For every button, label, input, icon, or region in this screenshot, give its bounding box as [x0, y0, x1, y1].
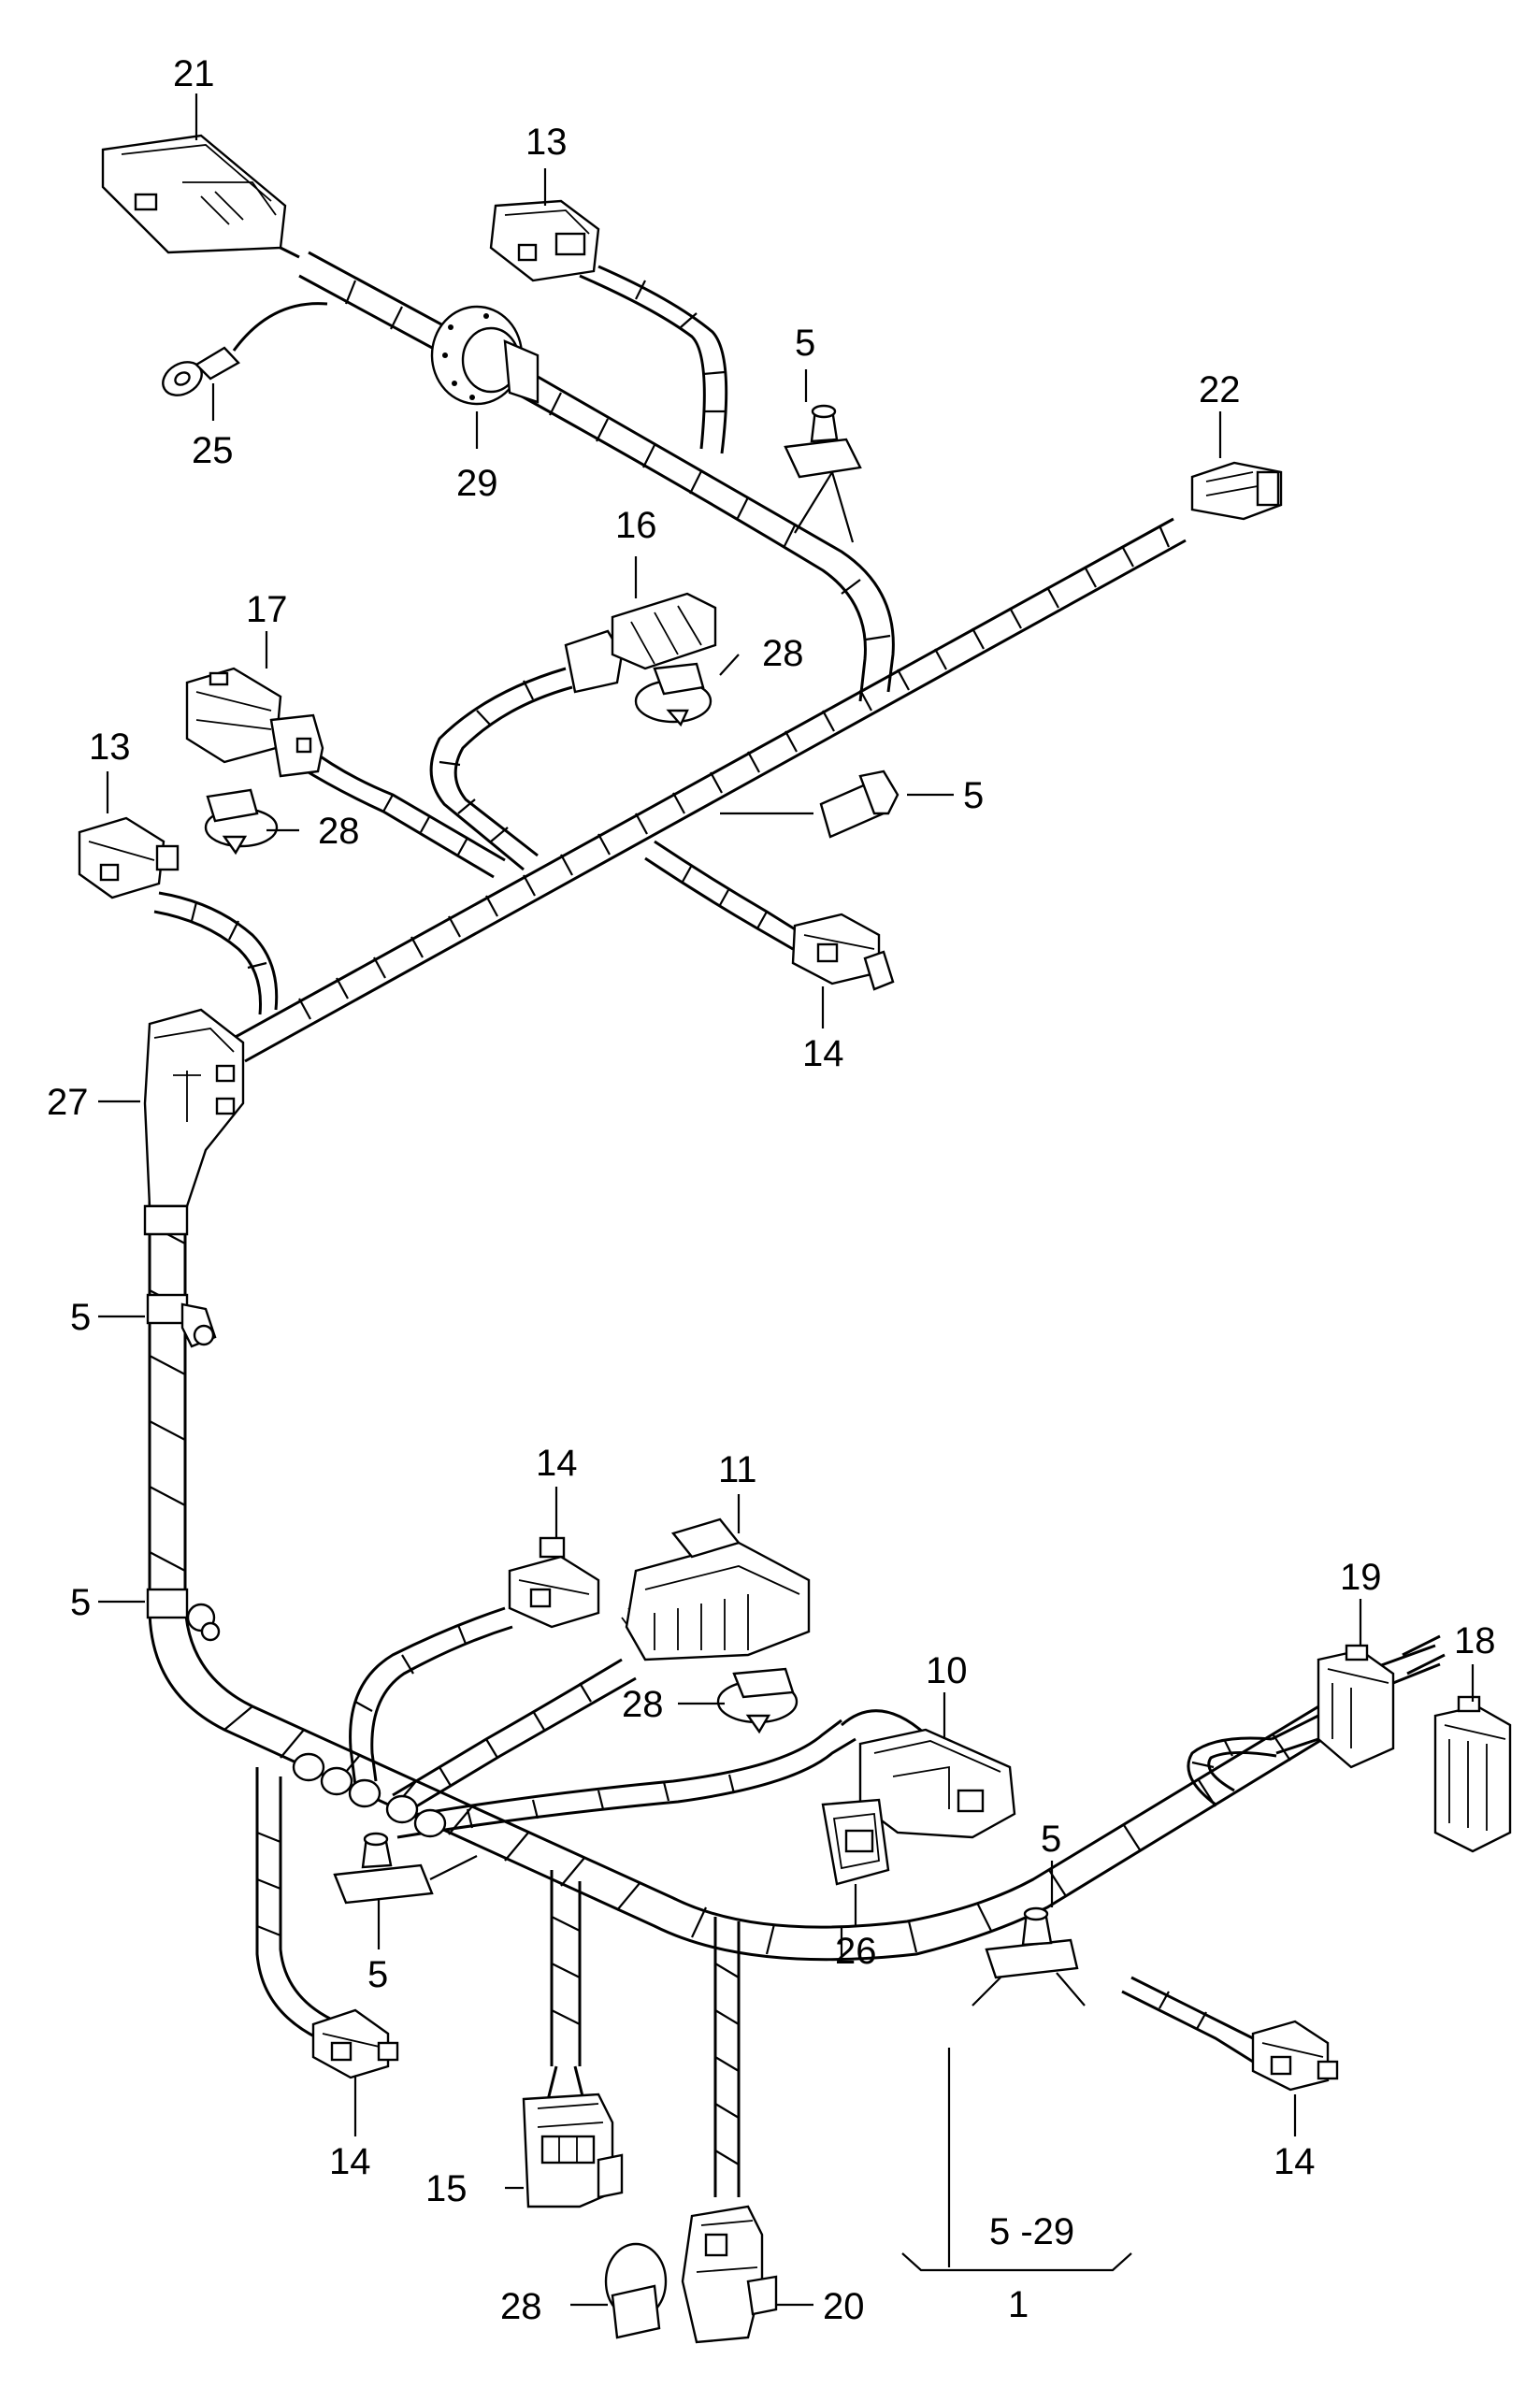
callout-16: 16: [615, 505, 657, 546]
stud-5-upper-vertical: [146, 1293, 217, 1348]
branch-14-11: [349, 1606, 646, 1816]
callout-28-top: 28: [762, 633, 804, 674]
branch-10: [392, 1709, 928, 1839]
callout-13-left: 13: [89, 726, 131, 768]
callout-18: 18: [1454, 1620, 1496, 1661]
callout-1: 1: [1008, 2284, 1029, 2325]
stud-5-lower-right: [971, 1906, 1086, 2006]
connector-14-lower-left: [311, 2008, 399, 2079]
callout-22: 22: [1199, 369, 1241, 410]
grommet-29: [430, 305, 540, 406]
callout-28-mid: 28: [622, 1684, 664, 1725]
main-harness-trunk: [148, 517, 1385, 1962]
ring-terminal-25: [162, 346, 240, 396]
trunk-tape-bottom: [223, 1693, 1357, 1960]
stud-5-lower-left: [333, 1832, 478, 1905]
plug-26: [821, 1798, 890, 1886]
callout-5-mid-right: 5: [963, 775, 984, 816]
connector-19: [1317, 1644, 1395, 1769]
callout-29: 29: [456, 463, 498, 504]
callout-11: 11: [718, 1449, 757, 1490]
callout-25: 25: [192, 430, 234, 471]
stud-5-mid-right: [720, 770, 900, 839]
connector-10: [858, 1728, 1016, 1839]
callout-28-bottom: 28: [500, 2286, 542, 2327]
branch-14-lower-right: [1121, 1976, 1263, 2064]
callout-13-top: 13: [525, 122, 568, 163]
callout-5-lower-left: 5: [367, 1954, 388, 1995]
connector-14-lower-right: [1251, 2020, 1339, 2092]
connector-18: [1433, 1695, 1512, 1853]
connector-22: [1190, 461, 1283, 521]
callout-5-lower-right: 5: [1041, 1819, 1061, 1860]
clip-28-mid: [716, 1667, 799, 1734]
clip-28-top: [634, 662, 712, 727]
branch-14-lower-left: [255, 1767, 333, 2040]
connector-16: [429, 592, 717, 871]
branch-20: [713, 1917, 741, 2197]
branch-19-18: [1187, 1634, 1446, 1806]
callout-28-left: 28: [318, 811, 360, 852]
callout-14-lower-mid: 14: [536, 1443, 578, 1484]
callout-leaders: [98, 93, 1475, 2307]
callout-labels: 21 13 25 29 5 22 16 28 17 13 28 5 14 27 …: [47, 53, 1496, 2327]
clip-28-bottom: [604, 2242, 668, 2339]
callout-5-top: 5: [795, 323, 815, 364]
taped-junction: [292, 1752, 447, 1838]
callout-21: 21: [173, 53, 215, 94]
stud-5-top: [784, 404, 862, 543]
connector-17: [185, 667, 506, 879]
clip-28-left: [204, 788, 279, 856]
callout-5-vertical-lower: 5: [70, 1582, 91, 1623]
connector-13-left: [78, 816, 279, 1015]
callout-19: 19: [1340, 1557, 1382, 1598]
connector-13-top: [489, 199, 600, 282]
callout-20: 20: [823, 2286, 865, 2327]
callout-range: 5 -29: [989, 2211, 1074, 2252]
callout-5-vertical-upper: 5: [70, 1297, 91, 1338]
callout-17: 17: [246, 589, 288, 630]
connector-14-upper: [644, 840, 895, 991]
range-bracket: [901, 2048, 1132, 2272]
callout-14-upper: 14: [802, 1033, 844, 1074]
connector-15: [522, 2093, 624, 2208]
connector-20: [681, 2205, 778, 2344]
callout-14-lower-right: 14: [1274, 2141, 1316, 2182]
callout-26: 26: [835, 1931, 877, 1972]
stud-5-lower-vertical: [146, 1588, 221, 1642]
connector-11: [625, 1517, 811, 1661]
callout-27: 27: [47, 1082, 89, 1123]
callout-15: 15: [425, 2168, 468, 2209]
callout-14-lower-left: 14: [329, 2141, 371, 2182]
trunk-tape-upper: [298, 525, 1171, 1020]
junction-block-27: [143, 1008, 245, 1236]
connector-21: [101, 134, 287, 254]
callout-10: 10: [926, 1650, 968, 1691]
trunk-tape-vertical: [149, 1224, 186, 1572]
branch-15: [545, 1870, 586, 2105]
connector-14-lower-mid: [508, 1536, 600, 1629]
